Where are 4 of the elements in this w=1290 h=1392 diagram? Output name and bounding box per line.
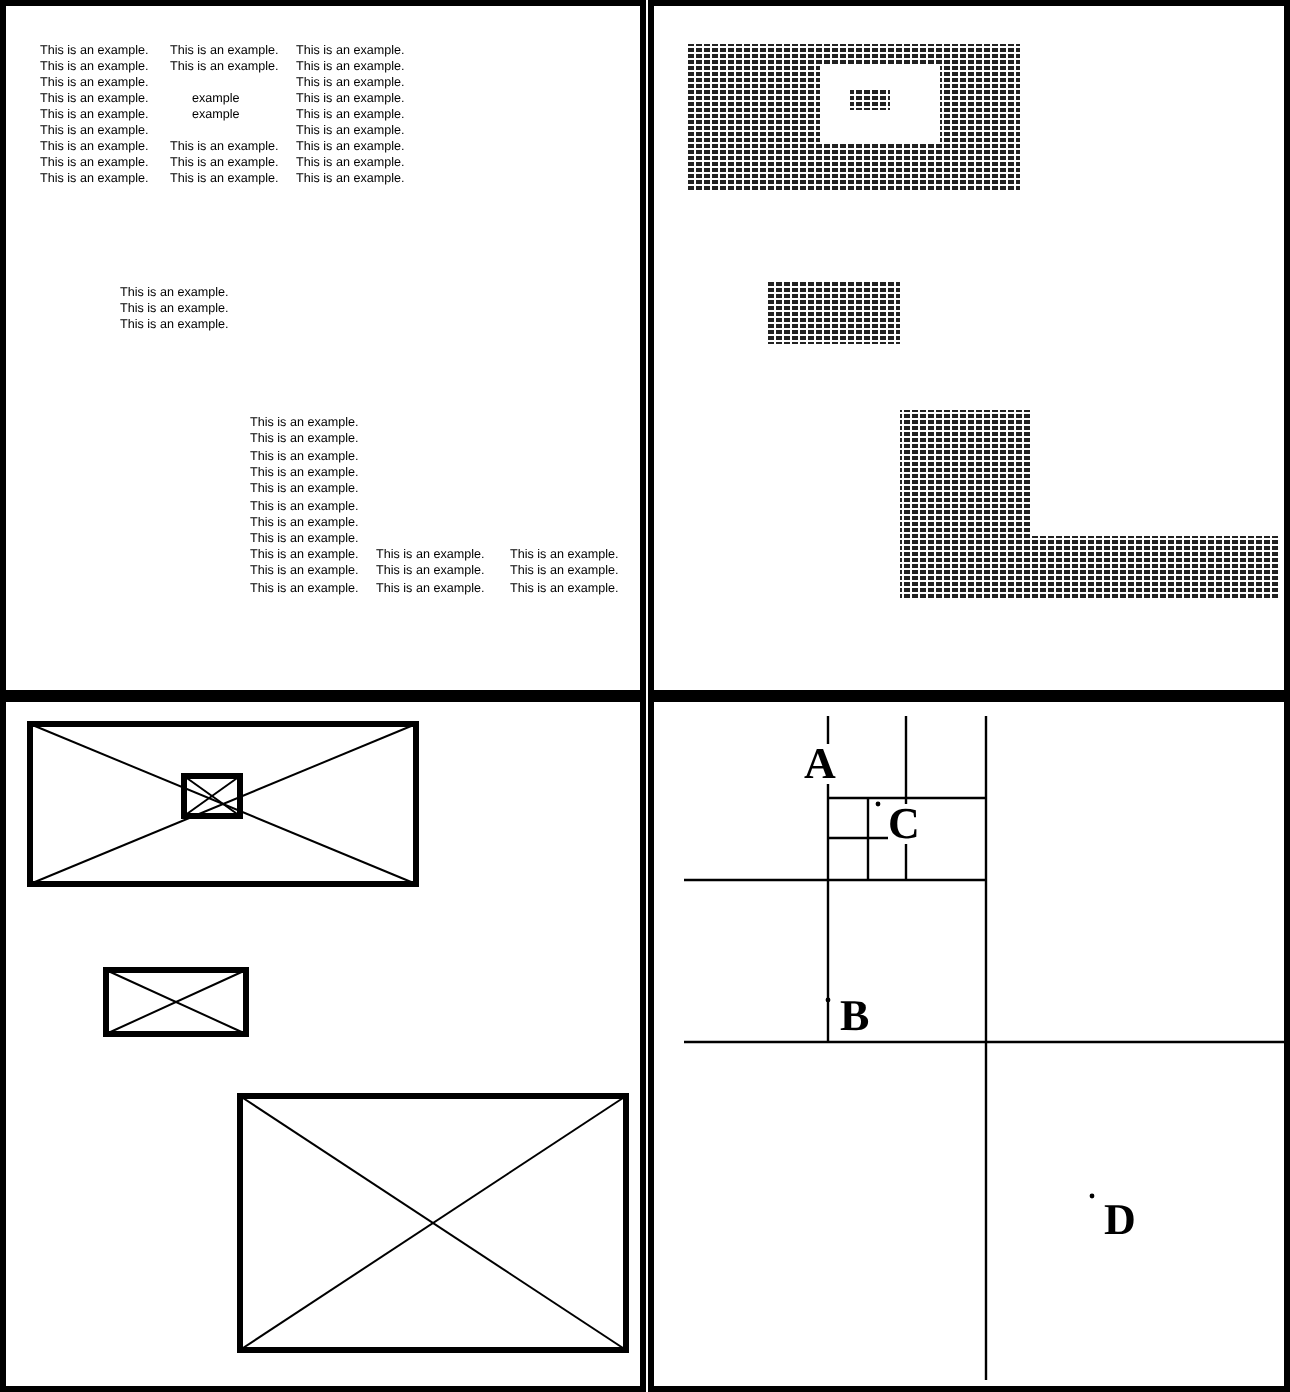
point-label: C: [888, 804, 920, 844]
point-label: D: [1104, 1200, 1136, 1240]
point-label: B: [840, 996, 870, 1036]
point-label: A: [804, 744, 836, 784]
